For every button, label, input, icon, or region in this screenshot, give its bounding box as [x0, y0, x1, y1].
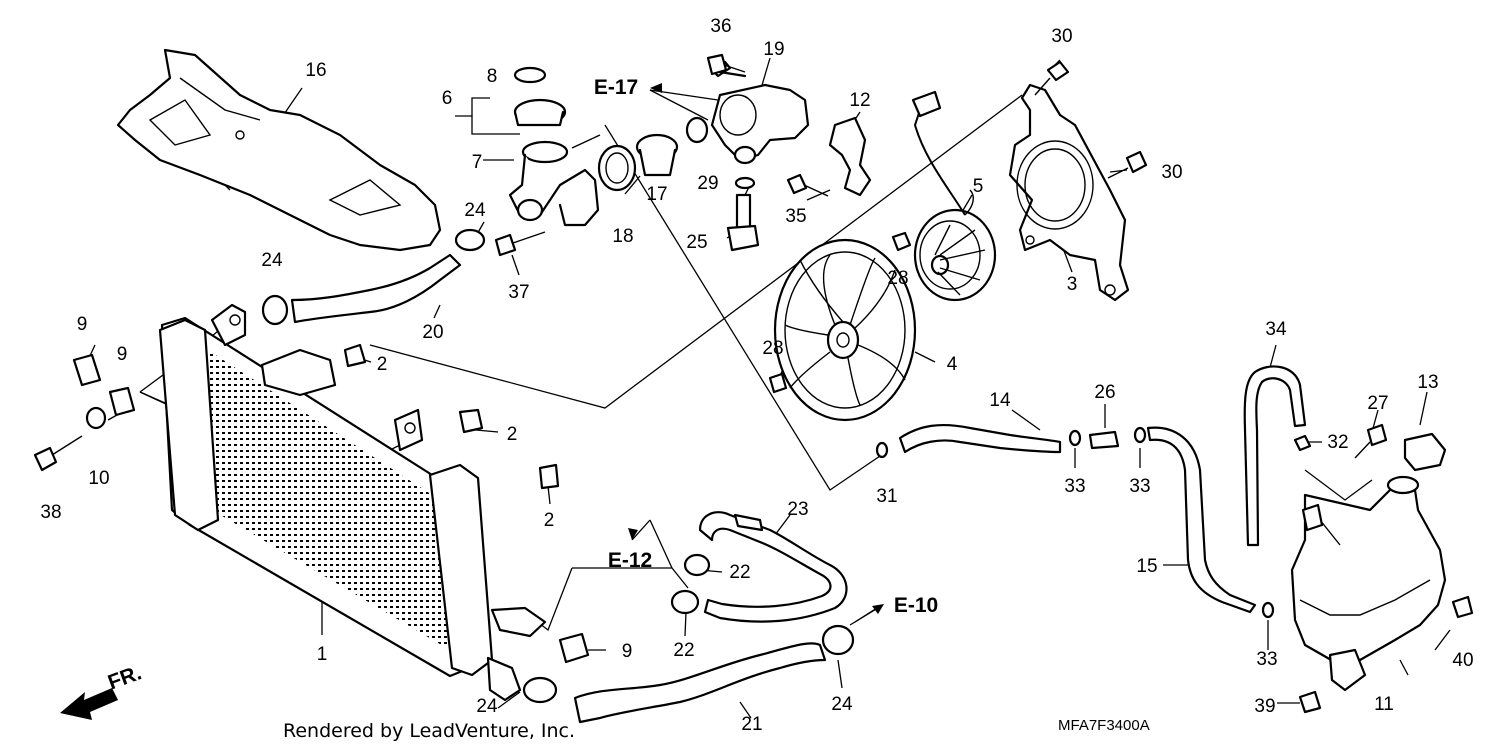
callout-21: 21 — [741, 714, 762, 735]
callout-30: 30 — [1161, 162, 1182, 183]
hoses — [290, 253, 1307, 724]
callout-2: 2 — [544, 510, 555, 531]
callout-26: 26 — [1094, 382, 1115, 403]
callout-34: 34 — [1265, 319, 1287, 340]
callout-9: 9 — [77, 314, 88, 335]
callout-35: 35 — [785, 206, 806, 227]
ref-e12: E-12 — [608, 549, 652, 572]
callout-30: 30 — [1051, 26, 1072, 47]
callout-23: 23 — [787, 499, 808, 520]
bolts — [33, 53, 1474, 714]
callout-2: 2 — [377, 354, 388, 375]
callout-11: 11 — [1374, 694, 1394, 715]
callout-29: 29 — [697, 173, 718, 194]
callout-25: 25 — [686, 232, 707, 253]
callout-6: 6 — [442, 88, 453, 109]
callout-9: 9 — [117, 344, 128, 365]
wire-bracket — [828, 116, 872, 197]
reference-arrows — [628, 83, 884, 623]
callout-31: 31 — [876, 486, 897, 507]
callout-24: 24 — [831, 694, 853, 715]
callout-1: 1 — [317, 644, 328, 665]
callout-28: 28 — [762, 338, 783, 359]
thermostat — [635, 116, 709, 177]
callout-2: 2 — [507, 424, 518, 445]
callout-10: 10 — [88, 468, 109, 489]
callout-9: 9 — [622, 641, 633, 662]
callout-14: 14 — [989, 390, 1011, 411]
callout-15: 15 — [1136, 556, 1157, 577]
seal-ring — [597, 144, 637, 192]
air-guide-plate — [116, 48, 442, 252]
thermostat-housing — [710, 60, 810, 165]
callout-12: 12 — [849, 90, 870, 111]
callout-39: 39 — [1254, 696, 1275, 717]
front-direction-label: FR. — [105, 661, 145, 694]
ref-e17: E-17 — [594, 76, 638, 99]
callout-24: 24 — [476, 696, 498, 717]
fan-bracket — [1008, 83, 1130, 302]
callout-22: 22 — [673, 640, 694, 661]
callout-24: 24 — [261, 250, 283, 271]
callout-22: 22 — [729, 562, 750, 583]
fan-motor — [911, 90, 997, 302]
callout-13: 13 — [1417, 372, 1438, 393]
callout-32: 32 — [1327, 432, 1348, 453]
callout-5: 5 — [973, 176, 984, 197]
callout-38: 38 — [40, 502, 61, 523]
callout-4: 4 — [947, 354, 958, 375]
callout-24: 24 — [464, 200, 486, 221]
callout-40: 40 — [1452, 650, 1473, 671]
callout-28: 28 — [887, 268, 908, 289]
callout-3: 3 — [1067, 274, 1078, 295]
callout-20: 20 — [422, 322, 443, 343]
ref-e10: E-10 — [894, 594, 938, 617]
callout-8: 8 — [487, 66, 498, 87]
cooling-fan — [773, 238, 917, 422]
callout-33: 33 — [1256, 649, 1277, 670]
render-credit: Rendered by LeadVenture, Inc. — [283, 720, 575, 742]
diagram-code: MFA7F3400A — [1058, 717, 1150, 734]
callout-7: 7 — [472, 152, 483, 173]
callout-18: 18 — [612, 226, 633, 247]
callout-19: 19 — [763, 39, 784, 60]
reserve-tank — [1290, 475, 1447, 692]
callout-16: 16 — [305, 60, 326, 81]
front-direction-arrow: FR. — [60, 661, 145, 720]
callout-37: 37 — [508, 282, 529, 303]
callout-33: 33 — [1064, 476, 1085, 497]
radiator — [158, 303, 547, 702]
callout-27: 27 — [1367, 393, 1388, 414]
callout-17: 17 — [646, 184, 667, 205]
callout-36: 36 — [710, 16, 731, 37]
filler-neck — [508, 66, 601, 227]
callout-numbers: 1 2 2 2 3 4 5 6 7 8 9 9 9 10 11 12 13 14… — [40, 16, 1473, 735]
callout-33: 33 — [1129, 476, 1150, 497]
